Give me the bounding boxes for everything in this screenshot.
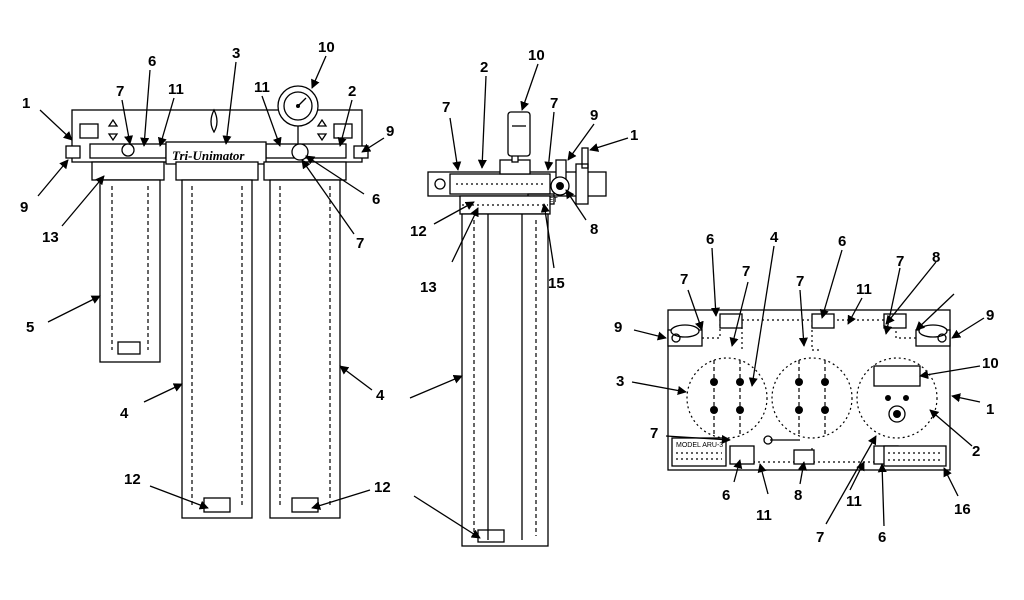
front-tall-housing-1 (181, 179, 253, 519)
front-brand-label: Tri-Unimator (172, 148, 245, 163)
front-callout-7: 7 (116, 83, 124, 100)
front-tall-housing-2 (269, 179, 341, 519)
front-callout-11a: 11 (168, 81, 184, 98)
rear-callout-6a: 6 (706, 231, 714, 248)
rear-callout-6b: 6 (838, 233, 846, 250)
side-callout-15: 15 (548, 275, 565, 292)
rear-callout-9-right: 9 (986, 307, 994, 324)
rear-callout-16: 16 (954, 501, 971, 518)
rear-callout-7d: 7 (896, 253, 904, 270)
rear-housing-circle-1 (686, 357, 768, 439)
side-callout-1: 1 (630, 127, 638, 144)
rear-callout-4: 4 (770, 229, 779, 246)
front-callout-7-right: 7 (356, 235, 364, 252)
rear-data-plate-left (671, 437, 727, 467)
rear-callout-2: 2 (972, 443, 980, 460)
rear-callout-7f: 7 (816, 529, 824, 546)
front-view: Tri-Unimator (20, 39, 394, 519)
rear-view: MODEL ARU-3 6 4 6 7 7 (614, 229, 999, 546)
rear-callout-8-bottom: 8 (794, 487, 802, 504)
rear-callout-6c: 6 (722, 487, 730, 504)
side-callout-2: 2 (480, 59, 488, 76)
side-callout-8: 8 (590, 221, 598, 238)
rear-plate-label: MODEL ARU-3 (676, 442, 723, 449)
rear-left-valve (667, 324, 703, 347)
side-pressure-gauge (507, 111, 531, 157)
side-callout-7-left: 7 (442, 99, 450, 116)
front-small-housing (99, 179, 161, 363)
rear-callout-6d: 6 (878, 529, 886, 546)
side-tall-housing (461, 213, 549, 547)
rear-callout-9-left: 9 (614, 319, 622, 336)
front-callout-1: 1 (22, 95, 30, 112)
front-callout-4-left: 4 (120, 405, 129, 422)
rear-callout-3: 3 (616, 373, 624, 390)
front-callout-13: 13 (42, 229, 59, 246)
rear-housing-circle-3 (856, 357, 938, 439)
front-callout-9-right: 9 (386, 123, 394, 140)
rear-right-valve (915, 324, 951, 347)
rear-callout-11-bottom-left: 11 (756, 507, 772, 524)
rear-callout-7e: 7 (650, 425, 658, 442)
rear-callout-7b: 7 (742, 263, 750, 280)
side-callout-10: 10 (528, 47, 545, 64)
front-callout-5: 5 (26, 319, 34, 336)
front-callout-2: 2 (348, 83, 356, 100)
rear-callout-10: 10 (982, 355, 999, 372)
front-callout-10: 10 (318, 39, 335, 56)
front-callout-9-left: 9 (20, 199, 28, 216)
rear-callout-11-top: 11 (856, 281, 872, 298)
side-callout-12: 12 (410, 223, 427, 240)
rear-data-plate-right (883, 445, 947, 467)
front-callout-4-right: 4 (376, 387, 385, 404)
side-view: OUTLET 7 2 10 7 9 1 12 8 13 15 7 (409, 47, 638, 547)
side-callout-9: 9 (590, 107, 598, 124)
side-callout-7-right: 7 (550, 95, 558, 112)
rear-housing-circle-2 (771, 357, 853, 439)
front-callout-12-left: 12 (124, 471, 141, 488)
front-callout-6-right: 6 (372, 191, 380, 208)
front-callout-3: 3 (232, 45, 240, 62)
rear-callout-11-bottom-right: 11 (846, 493, 862, 510)
rear-callout-8-top: 8 (932, 249, 940, 266)
front-callout-12-right: 12 (374, 479, 391, 496)
front-callout-6: 6 (148, 53, 156, 70)
rear-callout-7c: 7 (796, 273, 804, 290)
rear-callout-7a: 7 (680, 271, 688, 288)
rear-callout-1: 1 (986, 401, 994, 418)
front-callout-11b: 11 (254, 79, 270, 96)
side-callout-13: 13 (420, 279, 437, 296)
rear-pressure-gauge (873, 365, 921, 387)
